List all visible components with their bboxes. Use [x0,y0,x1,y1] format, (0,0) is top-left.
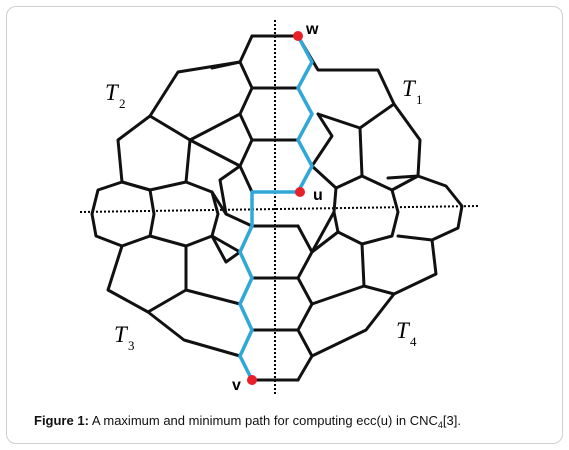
horizontal-axis [79,205,479,213]
highlight-path [238,34,314,382]
caption-reference: [3]. [442,413,461,428]
region-label-t1: T [402,76,417,101]
region-label-t3: T [114,322,129,347]
caption-label: Figure 1: [34,413,89,428]
region-label-t4: T [396,318,411,343]
vertex-v [247,375,257,385]
vertex-label-u: u [313,187,323,204]
caption-subscript: 4 [437,420,443,430]
region-index-t4: 4 [410,334,417,349]
vertex-label-v: v [232,377,241,394]
vertex-u [295,187,305,197]
region-index-t2: 2 [119,96,126,111]
region-index-t3: 3 [128,338,135,353]
max-path [296,34,314,194]
region-index-t1: 1 [416,92,423,107]
caption-text: A maximum and minimum path for computing… [91,413,438,428]
vertex-label-w: w [305,21,319,38]
figure-caption: Figure 1: A maximum and minimum path for… [34,413,554,430]
min-path [238,190,300,382]
vertex-w [293,31,303,41]
region-label-t2: T [105,80,120,105]
